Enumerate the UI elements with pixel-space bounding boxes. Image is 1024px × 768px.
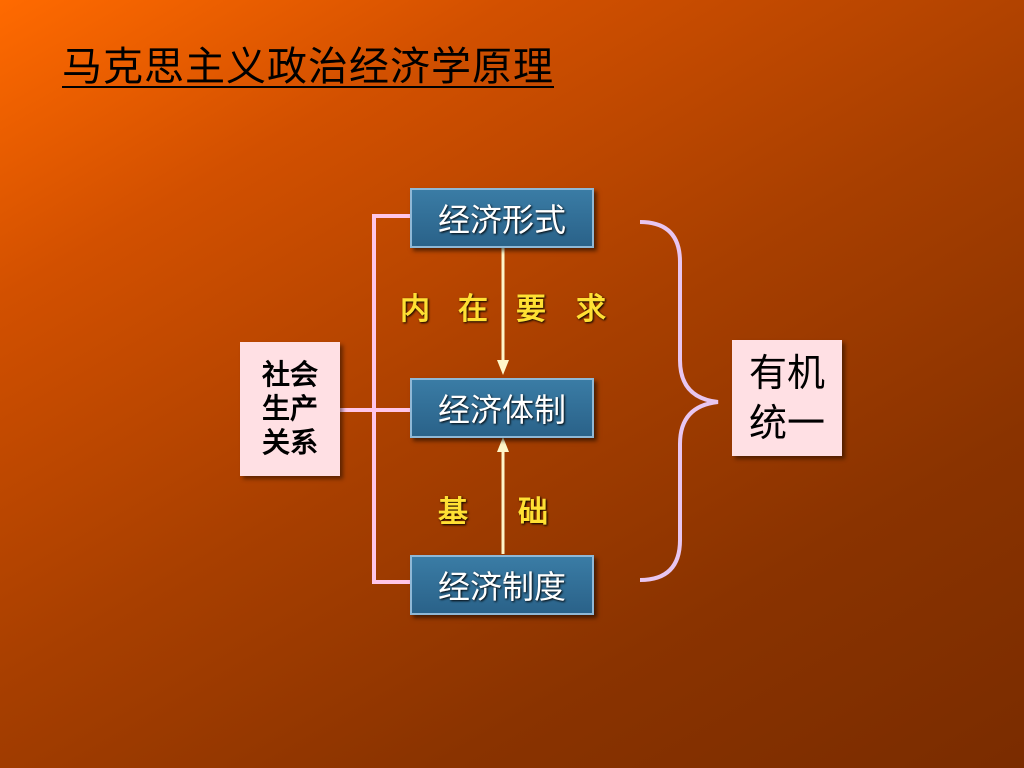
inner-requirement-char-1: 内 <box>400 292 430 327</box>
right-box-line-1: 有机 <box>748 351 825 395</box>
left-box-line-2: 生产 <box>261 392 318 425</box>
right-box-line-2: 统一 <box>748 401 825 445</box>
inner-requirement-char-4: 求 <box>576 292 606 327</box>
foundation-char-2: 础 <box>518 495 548 530</box>
arrow-down-head <box>497 360 509 375</box>
arrow-up-head <box>497 437 509 452</box>
left-box-line-3: 关系 <box>261 426 318 459</box>
left-bracket <box>340 214 410 584</box>
organic-unity-box: 有机 统一 <box>732 340 842 456</box>
inner-requirement-char-3: 要 <box>516 292 546 327</box>
economic-institution-box: 经济制度 <box>410 555 594 615</box>
social-production-relations-box: 社会 生产 关系 <box>240 342 340 476</box>
left-box-line-1: 社会 <box>261 358 318 391</box>
page-title: 马克思主义政治经济学原理 <box>62 44 554 90</box>
foundation-char-1: 基 <box>438 495 468 530</box>
right-brace <box>639 220 719 582</box>
inner-requirement-char-2: 在 <box>458 292 488 327</box>
economic-system-box: 经济体制 <box>410 378 594 438</box>
economic-form-box: 经济形式 <box>410 188 594 248</box>
